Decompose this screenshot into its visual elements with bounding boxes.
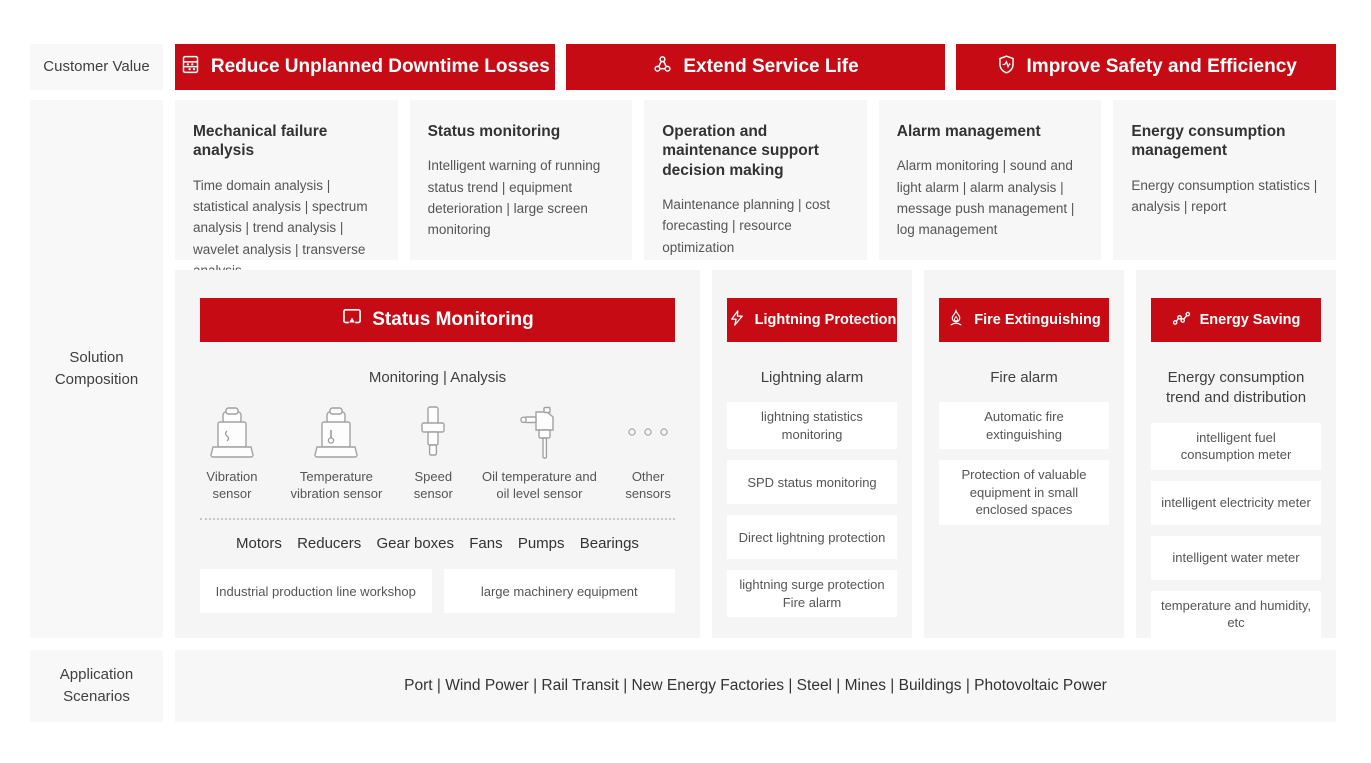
card-om-decision-making: Operation and maintenance support decisi… xyxy=(644,100,867,260)
banner-improve-safety[interactable]: Improve Safety and Efficiency xyxy=(956,44,1337,90)
customer-value-banners: Reduce Unplanned Downtime Losses Extend … xyxy=(175,44,1337,90)
solution-composition-label: Solution Composition xyxy=(30,100,163,638)
status-monitoring-header[interactable]: Status Monitoring xyxy=(200,298,675,342)
machine-item: Reducers xyxy=(297,535,362,553)
panel-title: Fire Extinguishing xyxy=(974,312,1101,328)
list-item: intelligent water meter xyxy=(1151,535,1321,580)
sensor-other: Other sensors xyxy=(621,402,675,503)
solution-panels: Status Monitoring Monitoring | Analysis xyxy=(175,270,1336,638)
shield-pulse-icon xyxy=(996,54,1017,81)
vibration-sensor-icon xyxy=(205,402,259,462)
application-scenarios-label: Application Scenarios xyxy=(30,650,163,722)
equipment-box-industrial: Industrial production line workshop xyxy=(200,569,432,614)
card-body: Time domain analysis | statistical analy… xyxy=(193,177,368,278)
status-monitoring-panel: Status Monitoring Monitoring | Analysis xyxy=(175,270,700,638)
lightning-protection-panel: Lightning Protection Lightning alarm lig… xyxy=(712,270,912,638)
customer-value-label: Customer Value xyxy=(30,44,163,90)
speed-sensor-icon xyxy=(413,402,453,462)
energy-saving-panel: Energy Saving Energy consumption trend a… xyxy=(1136,270,1336,638)
card-title: Mechanical failure analysis xyxy=(193,123,328,160)
list-item: intelligent fuel consumption meter xyxy=(1151,422,1321,470)
sensor-speed: Speed sensor xyxy=(409,402,458,503)
machine-item: Gear boxes xyxy=(376,535,455,553)
machine-item: Bearings xyxy=(579,535,639,553)
card-body: Energy consumption statistics | analysis… xyxy=(1131,177,1318,215)
fire-extinguishing-header[interactable]: Fire Extinguishing xyxy=(939,298,1109,342)
card-energy-consumption-management: Energy consumption management Energy con… xyxy=(1113,100,1336,260)
sensors-row: Vibration sensor Temperature vibra xyxy=(200,402,675,503)
energy-saving-header[interactable]: Energy Saving xyxy=(1151,298,1321,342)
list-item: lightning surge protection Fire alarm xyxy=(727,570,897,618)
machine-item: Pumps xyxy=(517,535,565,553)
sensor-oil: Oil temperature and oil level sensor xyxy=(480,402,599,503)
list-item: Protection of valuable equipment in smal… xyxy=(939,460,1109,525)
panel-title: Energy Saving xyxy=(1199,312,1301,328)
application-scenarios-bar: Port | Wind Power | Rail Transit | New E… xyxy=(175,650,1336,722)
oil-sensor-icon xyxy=(514,402,564,462)
energy-chart-icon xyxy=(1172,309,1191,332)
dotted-divider xyxy=(200,518,675,521)
card-mechanical-failure-analysis: Mechanical failure analysis Time domain … xyxy=(175,100,398,278)
list-item: intelligent electricity meter xyxy=(1151,480,1321,525)
card-title: Alarm management xyxy=(896,123,1041,140)
panel-title: Lightning Protection xyxy=(754,312,897,328)
panel-title: Status Monitoring xyxy=(372,309,534,330)
banner-label: Reduce Unplanned Downtime Losses xyxy=(210,56,550,77)
lightning-protection-header[interactable]: Lightning Protection xyxy=(727,298,897,342)
card-title: Status monitoring xyxy=(427,123,561,140)
status-monitoring-subtitle: Monitoring | Analysis xyxy=(368,369,507,386)
card-title: Energy consumption management xyxy=(1131,123,1286,160)
sensor-label: Temperature vibration sensor xyxy=(290,469,383,502)
lightning-subtitle: Lightning alarm xyxy=(760,369,864,386)
banner-label: Improve Safety and Efficiency xyxy=(1026,56,1297,77)
monitor-icon xyxy=(341,306,363,334)
sensor-label: Speed sensor xyxy=(413,469,453,502)
list-item: Automatic fire extinguishing xyxy=(939,402,1109,450)
molecule-icon xyxy=(652,54,673,81)
list-item: temperature and humidity, etc xyxy=(1151,590,1321,638)
temperature-vibration-sensor-icon xyxy=(309,402,363,462)
sensor-label: Vibration sensor xyxy=(206,469,258,502)
fire-subtitle: Fire alarm xyxy=(990,369,1058,386)
banner-label: Extend Service Life xyxy=(683,56,859,77)
sensor-label: Other sensors xyxy=(625,469,671,502)
fire-icon xyxy=(947,308,965,331)
list-item: lightning statistics monitoring xyxy=(727,402,897,450)
card-title: Operation and maintenance support decisi… xyxy=(662,123,819,179)
lightning-icon xyxy=(728,309,746,331)
card-body: Intelligent warning of running status tr… xyxy=(427,158,601,238)
abacus-icon xyxy=(180,54,201,81)
fire-extinguishing-panel: Fire Extinguishing Fire alarm Automatic … xyxy=(924,270,1124,638)
banner-reduce-downtime[interactable]: Reduce Unplanned Downtime Losses xyxy=(175,44,555,90)
energy-subtitle: Energy consumption trend and distributio… xyxy=(1165,369,1307,407)
card-alarm-management: Alarm management Alarm monitoring | soun… xyxy=(878,100,1102,260)
card-body: Maintenance planning | cost forecasting … xyxy=(662,197,831,255)
machine-item: Motors xyxy=(236,535,282,553)
equipment-boxes: Industrial production line workshop larg… xyxy=(200,569,675,614)
sensor-vibration: Vibration sensor xyxy=(200,402,264,503)
card-status-monitoring: Status monitoring Intelligent warning of… xyxy=(409,100,633,260)
banner-extend-service-life[interactable]: Extend Service Life xyxy=(565,44,946,90)
other-sensors-icon xyxy=(624,402,672,462)
feature-cards: Mechanical failure analysis Time domain … xyxy=(175,100,1336,278)
card-body: Alarm monitoring | sound and light alarm… xyxy=(896,158,1075,238)
machines-row: Motors Reducers Gear boxes Fans Pumps Be… xyxy=(200,535,675,552)
list-item: SPD status monitoring xyxy=(727,460,897,505)
machine-item: Fans xyxy=(469,535,503,553)
equipment-box-machinery: large machinery equipment xyxy=(443,569,675,614)
list-item: Direct lightning protection xyxy=(727,515,897,560)
sensor-label: Oil temperature and oil level sensor xyxy=(481,469,597,502)
sensor-temperature-vibration: Temperature vibration sensor xyxy=(286,402,387,503)
